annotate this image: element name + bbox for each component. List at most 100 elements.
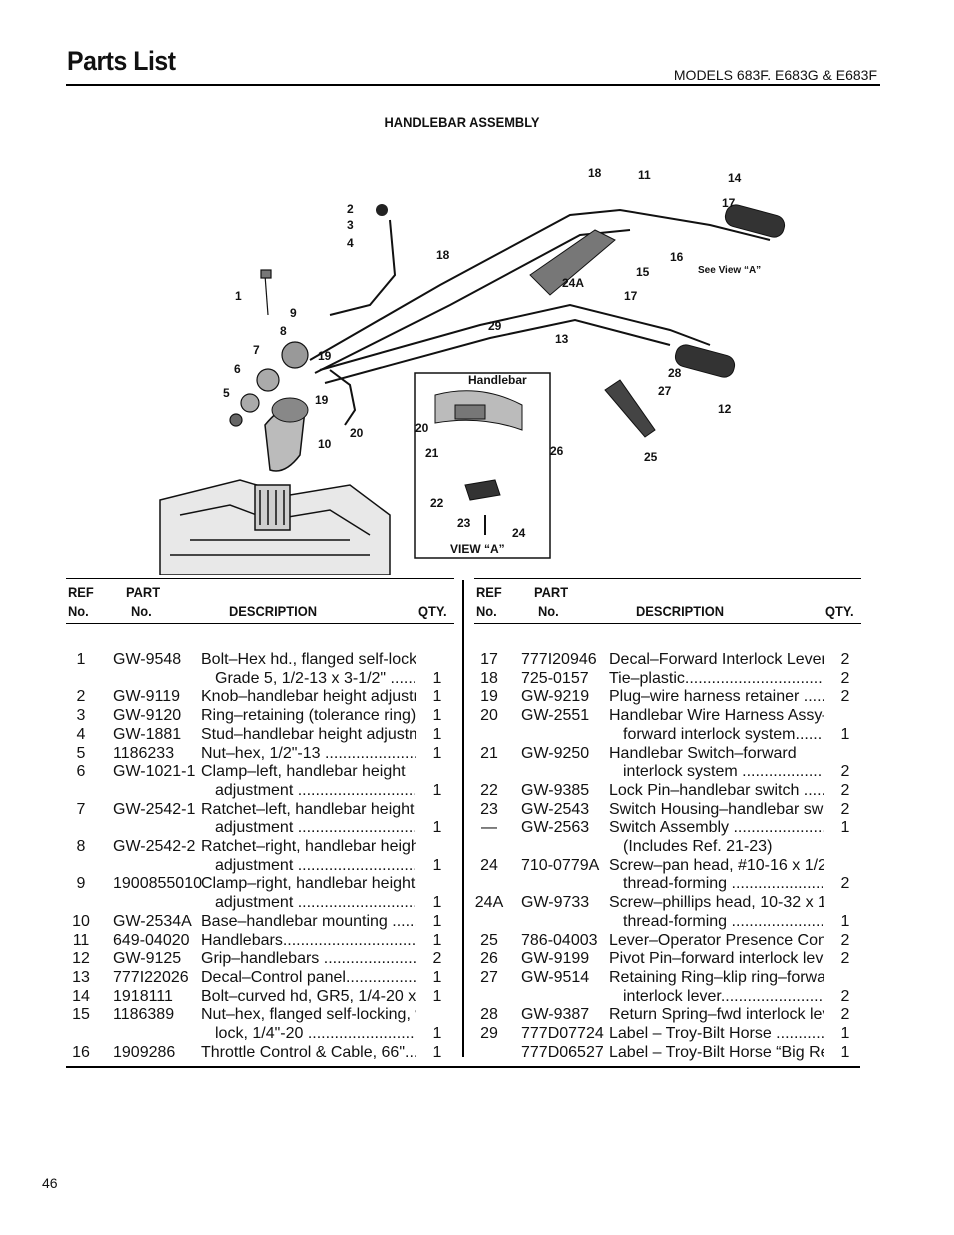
- clamp-cluster: [229, 269, 309, 427]
- grip-upper: [724, 204, 786, 238]
- description-cell: Retaining Ring–klip ring–forward: [609, 968, 824, 986]
- part-number-cell: 725-0157: [521, 669, 589, 687]
- description-cell: Base–handlebar mounting ............: [201, 912, 416, 930]
- qty-cell: 2: [840, 651, 850, 668]
- ref-cell: 3: [76, 707, 86, 725]
- col-ref-header-2: No.: [68, 603, 89, 619]
- callout-10: 10: [318, 437, 332, 451]
- qty-cell: 1: [432, 968, 442, 986]
- ref-cell: 24: [480, 856, 498, 874]
- callout-24: 24: [512, 526, 526, 540]
- callout-20: 20: [350, 426, 364, 440]
- qty-cell: 1: [432, 1043, 442, 1061]
- description-cell: Clamp–right, handlebar height: [201, 875, 416, 893]
- table-top-rule: [66, 578, 454, 579]
- ref-cell: 27: [480, 968, 498, 986]
- table-top-rule: [474, 578, 861, 579]
- part-number-cell: 649-04020: [113, 931, 190, 949]
- part-number-cell: 1909286: [113, 1043, 176, 1061]
- qty-cell: 2: [840, 781, 850, 799]
- qty-cell: 2: [840, 1006, 850, 1024]
- qty-cell: 1: [432, 707, 442, 725]
- callout-23: 23: [457, 516, 471, 530]
- header-rule: [474, 623, 861, 624]
- part-number-cell: GW-9514: [521, 968, 590, 986]
- table-row: forward interlock system...........1: [474, 726, 864, 745]
- ref-cell: 26: [480, 950, 498, 968]
- see-view-label: See View “A”: [698, 265, 761, 276]
- table-row: thread-forming .........................…: [474, 913, 864, 932]
- callout-24a: 24A: [562, 276, 584, 290]
- callout-18: 18: [588, 166, 602, 180]
- part-number-cell: GW-9733: [521, 894, 590, 912]
- description-cell: Decal–Control panel.....................…: [201, 968, 416, 986]
- description-cell: Lever–Operator Presence Control .: [609, 931, 824, 949]
- table-row: lock, 1/4"-20 ..........................…: [66, 1025, 456, 1044]
- callout-9: 9: [290, 306, 297, 320]
- ref-cell: 5: [76, 744, 86, 762]
- ref-cell: 20: [480, 707, 498, 725]
- qty-cell: 1: [432, 931, 442, 949]
- description-cell: Grip–handlebars ........................…: [201, 950, 416, 968]
- part-number-cell: GW-9120: [113, 707, 182, 725]
- description-cell: Nut–hex, flanged self-locking, whiz: [201, 1006, 416, 1024]
- callout-21: 21: [425, 446, 439, 460]
- description-cell: Pivot Pin–forward interlock lever ..: [609, 950, 824, 968]
- ref-cell: 10: [72, 912, 90, 930]
- ref-cell: 7: [76, 800, 86, 818]
- col-desc-header: DESCRIPTION: [636, 603, 725, 619]
- description-cell: Ratchet–left, handlebar height: [201, 800, 415, 818]
- part-number-cell: 1186233: [113, 744, 175, 762]
- part-number-cell: GW-9250: [521, 744, 590, 762]
- qty-cell: 2: [840, 875, 850, 893]
- description-cell: thread-forming .........................…: [623, 875, 823, 893]
- col-desc-header: DESCRIPTION: [229, 603, 318, 619]
- description-cell: adjustment .............................…: [215, 781, 415, 799]
- qty-cell: 2: [840, 669, 850, 687]
- header-rule: [66, 623, 454, 624]
- part-number-cell: GW-2543: [521, 800, 590, 818]
- part-number-cell: GW-9219: [521, 688, 590, 706]
- part-number-cell: GW-1021-1: [113, 763, 196, 781]
- qty-cell: 1: [432, 744, 442, 762]
- col-qty-header: QTY.: [418, 603, 447, 619]
- qty-cell: 2: [840, 688, 850, 706]
- description-cell: Return Spring–fwd interlock lever: [609, 1006, 824, 1024]
- part-number-cell: 786-04003: [521, 931, 598, 949]
- ref-cell: 2: [76, 688, 86, 706]
- callout-22: 22: [430, 496, 444, 510]
- qty-cell: 1: [432, 819, 442, 837]
- col-part-header-2: No.: [131, 603, 152, 619]
- callout-29: 29: [488, 319, 502, 333]
- callout-11: 11: [638, 168, 651, 182]
- table-bottom-rule: [66, 1066, 860, 1068]
- qty-cell: 1: [840, 1025, 850, 1042]
- description-cell: Plug–wire harness retainer ...........: [609, 688, 824, 706]
- qty-cell: 1: [432, 781, 442, 799]
- inset-caption: VIEW “A”: [450, 542, 505, 556]
- handlebar-assembly-diagram: Handlebar VIEW “A” See View “A” 1 2 5 6 …: [159, 166, 786, 575]
- description-cell: Switch Housing–handlebar switch: [609, 800, 824, 818]
- callout-5: 5: [223, 386, 230, 400]
- callout-27: 27: [658, 384, 672, 398]
- callout-2: 2: [347, 202, 354, 216]
- qty-cell: 1: [432, 912, 442, 930]
- table-row: (Includes Ref. 21-23): [474, 838, 864, 857]
- callout-12: 12: [718, 402, 732, 416]
- callout-labels: 1 2 5 6 7 8 9 10 11 12 13 14 15 16 17 17…: [223, 166, 742, 540]
- part-number-cell: GW-9199: [521, 950, 590, 968]
- ref-cell: 8: [76, 838, 86, 855]
